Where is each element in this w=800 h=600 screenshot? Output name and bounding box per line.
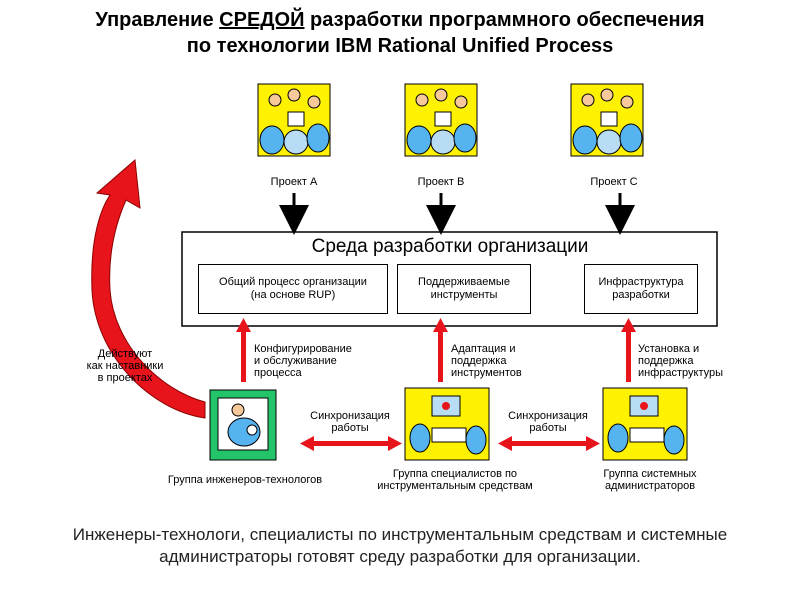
- process-box: Общий процесс организации (на основе RUP…: [198, 264, 388, 314]
- tools-group-line2: инструментальным средствам: [377, 480, 533, 492]
- support-infra-line1: Установка и: [638, 343, 700, 355]
- environment-frame: [181, 231, 718, 327]
- tools-group-label: Группа специалистов по инструментальным …: [355, 468, 555, 492]
- sync-right-line2: работы: [529, 422, 567, 434]
- admins-line1: Группа системных: [603, 468, 697, 480]
- project-a-meeting-icon: [257, 83, 331, 157]
- support-label-tools: Адаптация и поддержка инструментов: [451, 343, 522, 379]
- mentor-line2: как наставники: [86, 360, 164, 372]
- process-box-line2: (на основе RUP): [250, 289, 336, 301]
- title-emphasis: СРЕДОЙ: [219, 9, 305, 31]
- engineers-group-icon: [209, 389, 277, 461]
- tools-box-line2: инструменты: [430, 289, 498, 301]
- page-title: Управление СРЕДОЙ разработки программног…: [0, 8, 800, 32]
- support-process-line3: процесса: [254, 367, 302, 379]
- admins-group-icon: [602, 387, 688, 461]
- project-a-label: Проект А: [270, 176, 318, 188]
- support-process-line2: и обслуживание: [254, 355, 337, 367]
- mentor-label: Действуют как наставники в проектах: [70, 348, 180, 384]
- project-b-meeting-icon: [404, 83, 478, 157]
- support-label-infrastructure: Установка и поддержка инфраструктуры: [638, 343, 723, 379]
- support-arrows: [236, 318, 636, 382]
- mentor-curved-arrow: [91, 158, 206, 419]
- engineers-group-label: Группа инженеров-технологов: [140, 474, 350, 486]
- project-c-meeting-icon: [570, 83, 644, 157]
- sync-label-right: Синхронизация работы: [498, 410, 598, 434]
- tools-box-line1: Поддерживаемые: [418, 276, 510, 288]
- tools-box: Поддерживаемые инструменты: [397, 264, 531, 314]
- support-process-line1: Конфигурирование: [254, 343, 352, 355]
- admins-line2: администраторов: [604, 480, 696, 492]
- title-prefix: Управление: [95, 9, 214, 31]
- environment-title: Среда разработки организации: [311, 236, 589, 257]
- infrastructure-box-line1: Инфраструктура: [598, 276, 684, 288]
- project-b-label: Проект В: [417, 176, 465, 188]
- tools-group-line1: Группа специалистов по: [392, 468, 518, 480]
- sync-right-line1: Синхронизация: [508, 410, 588, 422]
- mentor-line3: в проектах: [97, 372, 153, 384]
- process-box-line1: Общий процесс организации: [219, 276, 367, 288]
- sync-left-line2: работы: [331, 422, 369, 434]
- infrastructure-box: Инфраструктура разработки: [584, 264, 698, 314]
- support-tools-line2: поддержка: [451, 355, 507, 367]
- sync-arrows: [300, 436, 600, 451]
- admins-group-label: Группа системных администраторов: [575, 468, 725, 492]
- caption-line1: Инженеры-технологи, специалисты по инстр…: [72, 525, 728, 544]
- sync-label-left: Синхронизация работы: [300, 410, 400, 434]
- title-suffix: разработки программного обеспечения: [310, 9, 705, 31]
- support-infra-line3: инфраструктуры: [638, 367, 724, 379]
- caption-line2: администраторы готовят среду разработки …: [159, 547, 641, 566]
- support-label-process: Конфигурирование и обслуживание процесса: [254, 343, 352, 379]
- support-tools-line1: Адаптация и: [451, 343, 516, 355]
- mentor-line1: Действуют: [97, 348, 153, 360]
- page-subtitle: по технологии IBM Rational Unified Proce…: [186, 35, 614, 57]
- tools-group-icon: [404, 387, 490, 461]
- support-infra-line2: поддержка: [638, 355, 694, 367]
- engineers-line1: Группа инженеров-технологов: [167, 474, 323, 486]
- infrastructure-box-line2: разработки: [612, 289, 670, 301]
- support-tools-line3: инструментов: [451, 367, 522, 379]
- project-c-label: Проект С: [590, 176, 638, 188]
- sync-left-line1: Синхронизация: [310, 410, 390, 422]
